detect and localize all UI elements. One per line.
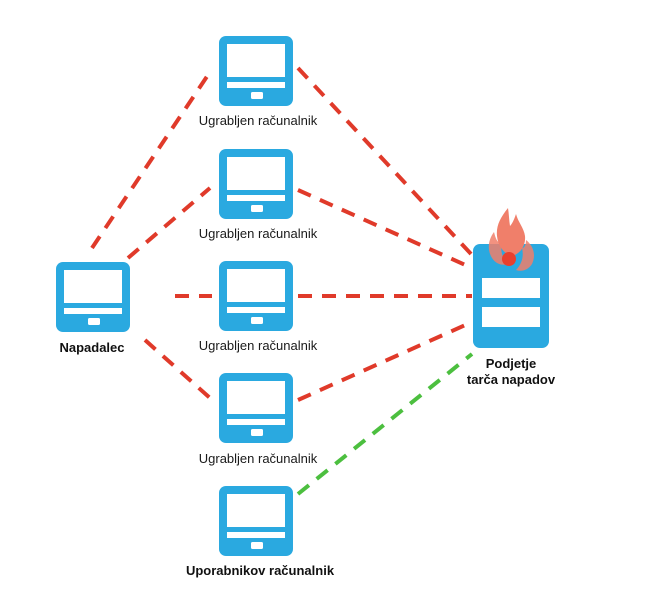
server-icon xyxy=(473,244,549,348)
target-label-line-1: Podjetje xyxy=(485,356,537,371)
target-label-line-2: tarča napadov xyxy=(466,372,556,387)
laptop-icon xyxy=(219,36,293,106)
attack-link-attacker-1 xyxy=(90,70,212,250)
laptop-icon xyxy=(219,261,293,331)
compromised-computer-label: Ugrabljen računalnik xyxy=(198,338,318,353)
laptop-icon xyxy=(219,149,293,219)
laptop-icon xyxy=(219,373,293,443)
target-label: Podjetje tarča napadov xyxy=(467,356,555,388)
attacker-label: Napadalec xyxy=(59,340,125,355)
attack-link-target-2 xyxy=(297,188,473,270)
laptop-icon xyxy=(56,262,130,332)
attack-link-attacker-4 xyxy=(143,338,212,400)
compromised-computer-label: Ugrabljen računalnik xyxy=(198,113,318,128)
compromised-computer-label: Ugrabljen računalnik xyxy=(198,226,318,241)
normal-link-user xyxy=(296,352,474,496)
connection-lines xyxy=(90,66,474,496)
attack-link-attacker-2 xyxy=(126,186,212,260)
attack-link-target-1 xyxy=(296,66,474,257)
laptop-icon xyxy=(219,486,293,556)
compromised-computer-label: Ugrabljen računalnik xyxy=(198,451,318,466)
fire-icon xyxy=(488,208,534,271)
attack-link-target-4 xyxy=(297,320,473,402)
user-computer-label: Uporabnikov računalnik xyxy=(185,563,335,578)
